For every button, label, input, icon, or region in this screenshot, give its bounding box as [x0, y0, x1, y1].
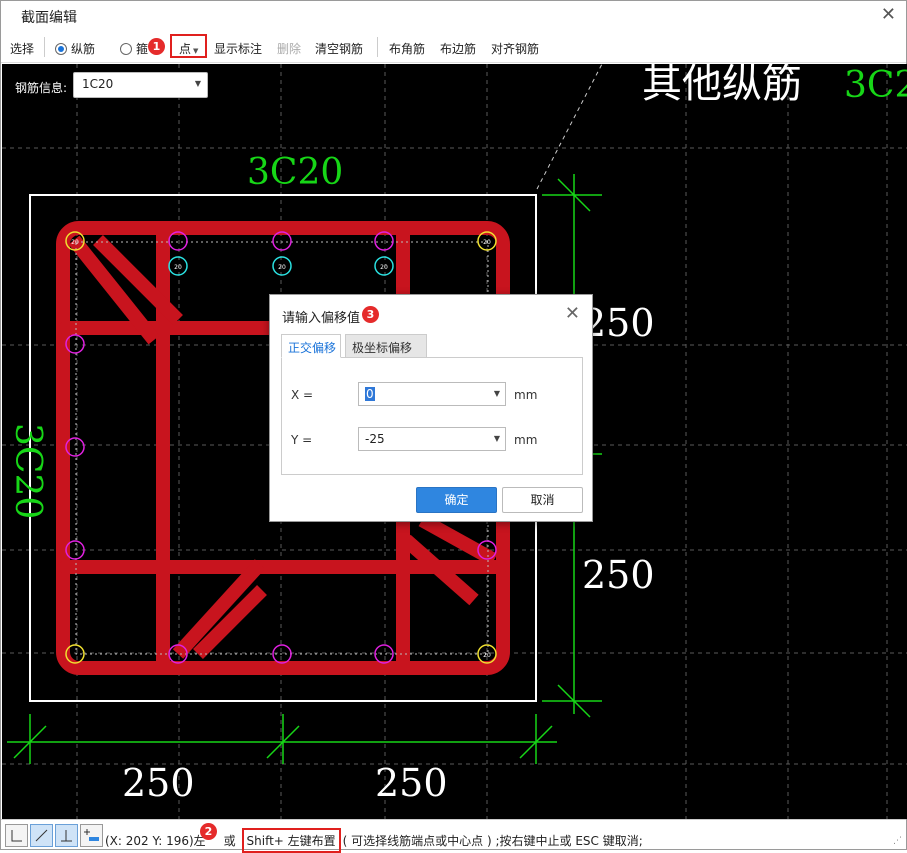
status-coords: (X: 202 Y: 196)左 — [105, 834, 206, 848]
dim-bottom-right: 250 — [375, 761, 448, 805]
show-dims-button[interactable]: 显示标注 — [214, 42, 263, 56]
bar-mark-text: 20 — [174, 264, 182, 271]
point-label: 点 — [179, 42, 192, 56]
offset-panel: X = 0 ▼ mm Y = -25 ▼ mm — [281, 357, 583, 475]
rebar-info-value: 1C20 — [82, 77, 114, 91]
toolbar-divider — [377, 37, 378, 57]
y-unit: mm — [514, 433, 538, 447]
point-highlight-box — [170, 34, 207, 58]
other-rebar-value: 3C2 — [844, 65, 907, 106]
close-icon[interactable]: ✕ — [564, 303, 580, 324]
y-label: Y = — [291, 433, 313, 447]
perp-glyph — [61, 830, 72, 842]
chevron-down-icon: ▼ — [193, 47, 199, 55]
corner-rebar-button[interactable]: 布角筋 — [389, 42, 426, 56]
status-text: (X: 202 Y: 196)左 或 Shift+ 左键布置( 可选择线筋端点或中… — [105, 828, 643, 853]
delete-button[interactable]: 删除 — [277, 42, 302, 56]
dim-right-top: 250 — [582, 301, 655, 345]
snap-line-icon[interactable] — [30, 824, 53, 847]
left-rebar-label: 3C20 — [7, 423, 48, 519]
longitudinal-label: 纵筋 — [71, 42, 96, 56]
x-offset-value: 0 — [365, 387, 375, 401]
tab-orthogonal-offset[interactable]: 正交偏移 — [281, 334, 341, 358]
step-badge-1: 1 — [148, 38, 165, 55]
section-drawing: 20 20 20 20 20 20 3C20 3C20 其他纵筋 3C2 — [2, 64, 907, 819]
x-offset-input[interactable]: 0 ▼ — [358, 382, 506, 406]
align-rebar-button[interactable]: 对齐钢筋 — [491, 42, 540, 56]
chevron-down-icon[interactable]: ▼ — [493, 389, 500, 398]
status-bar: (X: 202 Y: 196)左 或 Shift+ 左键布置( 可选择线筋端点或中… — [1, 819, 906, 853]
y-offset-input[interactable]: -25 ▼ — [358, 427, 506, 451]
radio-selected-icon — [55, 43, 67, 55]
rebar-info-label: 钢筋信息: — [15, 81, 68, 95]
close-icon[interactable]: ✕ — [880, 4, 896, 25]
radio-empty-icon — [120, 43, 132, 55]
clear-rebar-button[interactable]: 清空钢筋 — [315, 42, 364, 56]
add-offset-icon[interactable] — [80, 824, 103, 847]
dialog-title: 请输入偏移值 — [282, 311, 361, 326]
x-label: X = — [291, 388, 314, 402]
window-title: 截面编辑 — [21, 10, 77, 26]
rebar-bars — [65, 231, 497, 664]
status-instructions: ( 可选择线筋端点或中心点 ) ;按右键中止或 ESC 键取消; — [342, 834, 643, 848]
other-rebar-label: 其他纵筋 — [642, 64, 802, 107]
drawing-canvas[interactable]: 20 20 20 20 20 20 3C20 3C20 其他纵筋 3C2 — [2, 64, 907, 819]
slash-glyph — [35, 829, 48, 842]
chevron-down-icon[interactable]: ▼ — [493, 434, 500, 443]
select-button[interactable]: 选择 — [10, 42, 35, 56]
step-badge-3: 3 — [362, 306, 379, 323]
cancel-button[interactable]: 取消 — [502, 487, 583, 513]
resize-grip-icon[interactable]: ⋰ — [893, 836, 902, 846]
plus-glyph — [84, 829, 99, 841]
longitudinal-radio[interactable]: 纵筋 — [55, 40, 95, 57]
bar-mark-text: 20 — [71, 239, 79, 246]
dim-bottom-left: 250 — [122, 761, 195, 805]
stirrup-label: 箍 — [136, 42, 149, 56]
toolbar: 选择 纵筋 箍 点▼ 1 显示标注 删除 清空钢筋 布角筋 布边筋 对齐钢筋 — [1, 31, 906, 63]
ortho-mode-icon[interactable] — [5, 824, 28, 847]
y-offset-value: -25 — [365, 432, 385, 446]
ortho-glyph — [11, 830, 22, 842]
tab-polar-offset[interactable]: 极坐标偏移 — [345, 334, 427, 358]
x-unit: mm — [514, 388, 538, 402]
shift-hint-box: Shift+ 左键布置 — [241, 828, 341, 853]
edge-rebar-button[interactable]: 布边筋 — [440, 42, 477, 56]
chevron-down-icon: ▼ — [194, 79, 201, 88]
offset-dialog: 请输入偏移值 3 ✕ 正交偏移 极坐标偏移 X = 0 ▼ mm Y = -25… — [269, 294, 593, 522]
bar-mark-text: 20 — [278, 264, 286, 271]
stirrup-radio[interactable]: 箍 — [120, 40, 148, 57]
toolbar-divider — [44, 37, 45, 57]
status-or: 或 — [223, 834, 236, 848]
dim-right-bottom: 250 — [582, 553, 655, 597]
bar-mark-text: 20 — [380, 264, 388, 271]
bar-mark-text: 20 — [483, 652, 491, 659]
title-bar: 截面编辑 ✕ — [1, 1, 906, 31]
ok-button[interactable]: 确定 — [416, 487, 497, 513]
bar-mark-text: 20 — [483, 239, 491, 246]
point-dropdown[interactable]: 点▼ — [179, 40, 198, 57]
rebar-info-select[interactable]: 1C20 ▼ — [73, 72, 208, 98]
perpendicular-icon[interactable] — [55, 824, 78, 847]
step-badge-2: 2 — [200, 823, 217, 840]
top-rebar-label: 3C20 — [247, 152, 343, 193]
